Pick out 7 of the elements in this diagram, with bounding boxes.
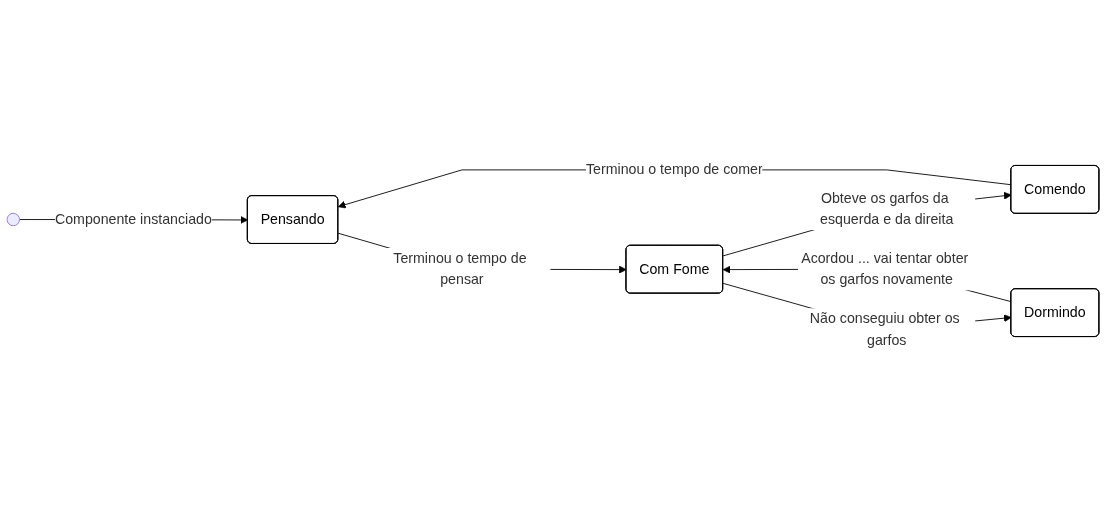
edge-label: Componente instanciado: [54, 211, 212, 227]
node-circle: [6, 212, 20, 227]
edge-label: Terminou o tempo de comer: [586, 161, 763, 177]
edge-label: Acordou ... vai tentar obter os garfos novamente: [801, 250, 969, 287]
edge-label: Não conseguiu obter os garfos: [809, 310, 960, 348]
edge-label: Obteve os garfos da esquerda e da direita: [820, 190, 954, 227]
edge-label: Terminou o tempo de pensar: [393, 250, 527, 287]
